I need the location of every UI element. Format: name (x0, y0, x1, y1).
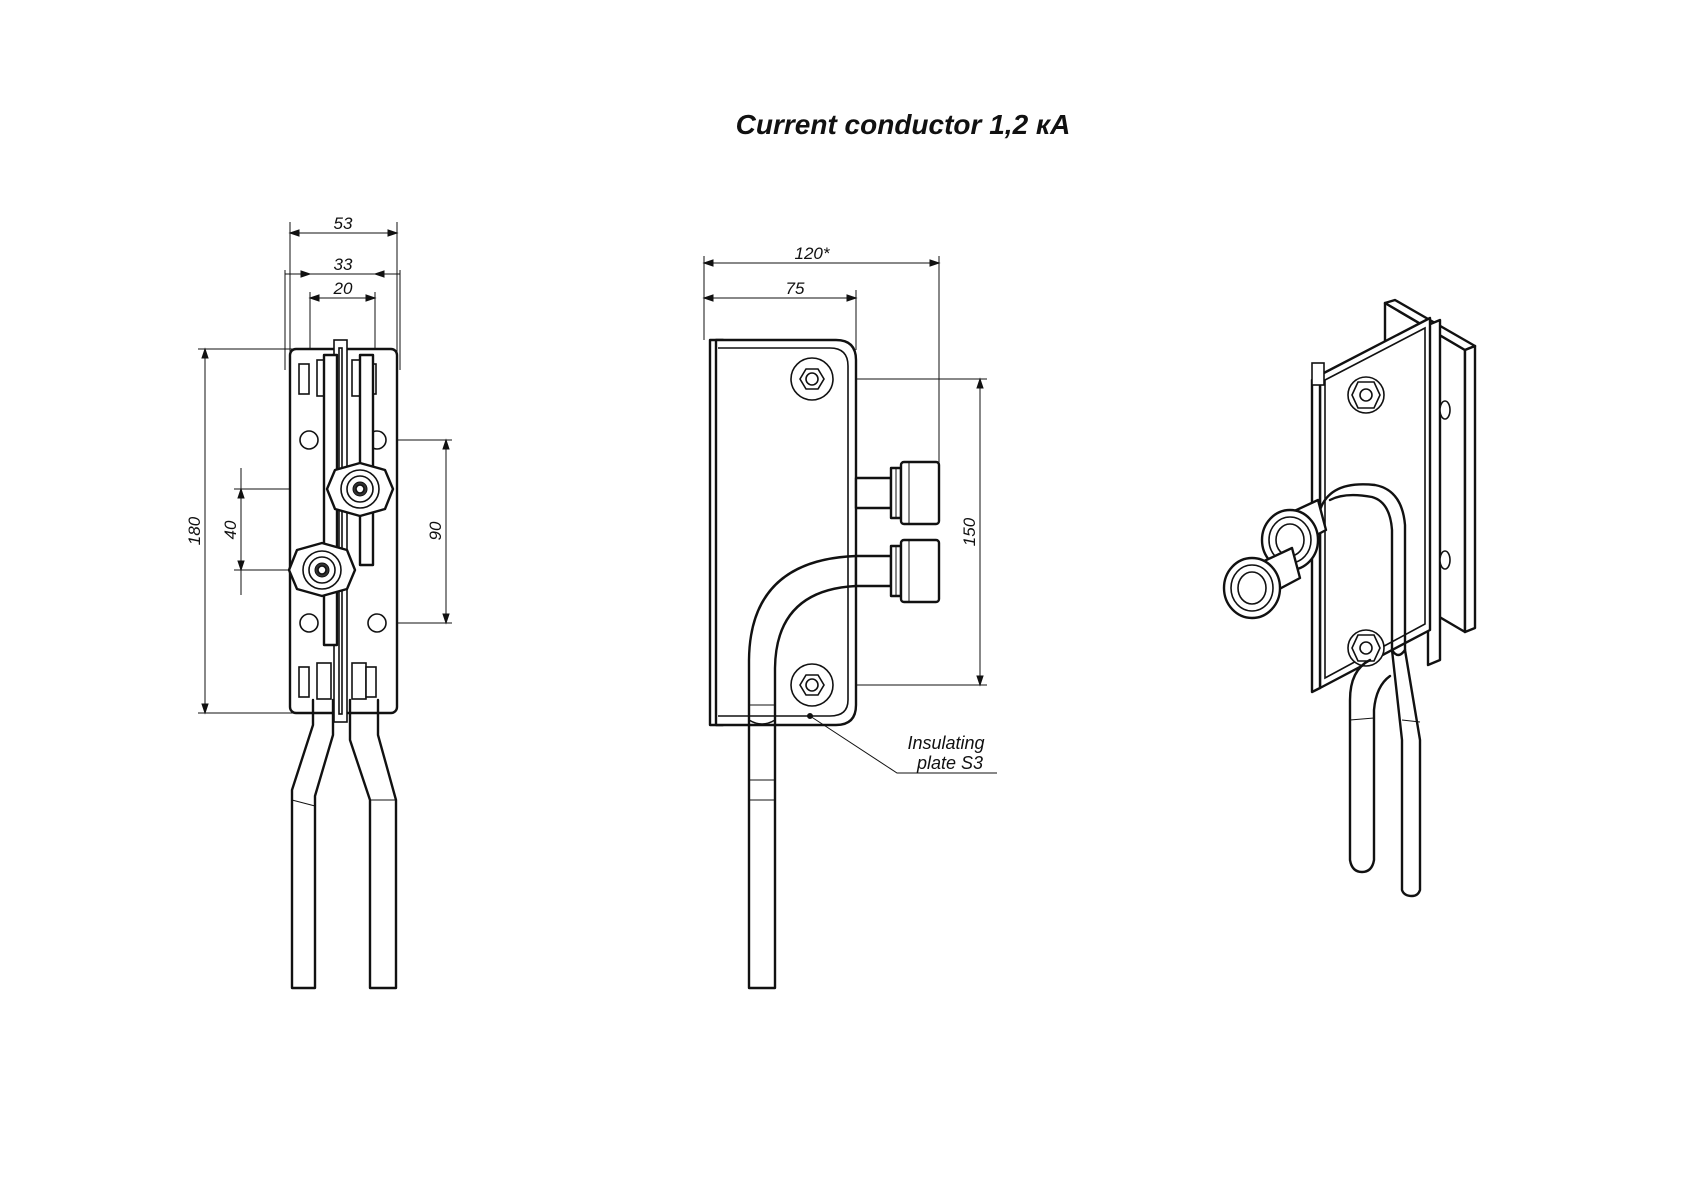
side-view: 120* 75 150 (702, 244, 997, 990)
dim-53: 53 (334, 214, 353, 233)
dim-90: 90 (426, 521, 445, 540)
dim-33: 33 (334, 255, 353, 274)
drawing-title: Current conductor 1,2 кА (736, 109, 1071, 140)
front-view: 53 33 20 180 40 90 (185, 214, 452, 990)
insulating-plate-label-line2: plate S3 (916, 753, 983, 773)
dim-180: 180 (185, 516, 204, 545)
dim-120: 120* (795, 244, 831, 263)
isometric-view (1222, 298, 1477, 898)
dim-150: 150 (960, 517, 979, 546)
dim-40: 40 (221, 520, 240, 539)
dim-20: 20 (333, 279, 353, 298)
insulating-plate-label-line1: Insulating (907, 733, 984, 753)
dim-75: 75 (786, 279, 805, 298)
